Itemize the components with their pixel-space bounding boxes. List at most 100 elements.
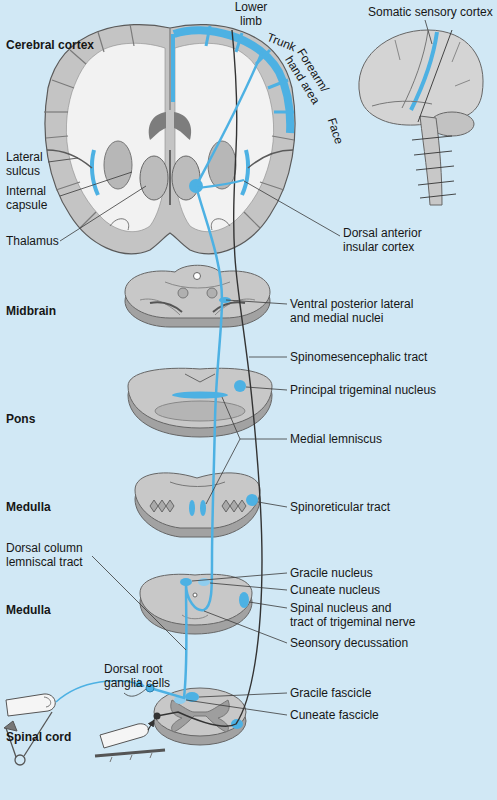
sulcus bbox=[52, 80, 74, 88]
pons-section bbox=[128, 368, 272, 437]
thalamocortical-fibers bbox=[196, 52, 262, 186]
stimulus-arrow bbox=[148, 720, 154, 730]
part-label: Gracile nucleus bbox=[290, 566, 373, 580]
section-title: Spinal cord bbox=[6, 730, 71, 744]
section-title: Medulla bbox=[6, 603, 51, 617]
sulcus bbox=[56, 182, 80, 190]
part-label: Seonsory decussation bbox=[290, 636, 408, 650]
sulcus bbox=[272, 136, 294, 140]
midbrain-section bbox=[125, 265, 270, 327]
central-sulcus bbox=[402, 31, 428, 108]
leader-lines bbox=[48, 20, 432, 715]
third-ventricle bbox=[169, 150, 171, 205]
section-title: Medulla bbox=[6, 500, 51, 514]
cortex-sulcus bbox=[274, 111, 294, 114]
hippocampus bbox=[211, 219, 230, 230]
touch-stimulus bbox=[4, 694, 55, 765]
part-label: Internal capsule bbox=[6, 184, 62, 212]
medial-lemniscus bbox=[172, 392, 228, 399]
leader-line bbox=[92, 556, 186, 650]
insular-cortex bbox=[242, 150, 248, 195]
figure-label: Somatic sensory cortex bbox=[368, 5, 493, 19]
pin-clasp bbox=[4, 721, 17, 731]
hot-rod bbox=[95, 750, 165, 756]
section-title: Pons bbox=[6, 412, 35, 426]
part-label: Gracile fascicle bbox=[290, 686, 371, 700]
part-label: Spinoreticular tract bbox=[290, 500, 390, 514]
principal-trigeminal-nucleus bbox=[234, 380, 246, 392]
leader-line bbox=[206, 397, 287, 504]
section-levels bbox=[412, 136, 456, 198]
aqueduct bbox=[194, 273, 201, 280]
sulcus bbox=[80, 212, 96, 228]
leader-line bbox=[226, 300, 287, 304]
fingernail bbox=[44, 697, 51, 707]
cortex-sulcus bbox=[268, 80, 288, 88]
leader-line bbox=[249, 357, 287, 358]
insular-cortex bbox=[92, 150, 98, 195]
slab-top bbox=[125, 265, 270, 318]
medial-lemniscus bbox=[200, 500, 206, 516]
leader-line bbox=[48, 158, 78, 162]
thalamus bbox=[140, 156, 168, 200]
sulci bbox=[395, 40, 470, 86]
section-title: Midbrain bbox=[6, 304, 56, 318]
part-label: Ventral posterior lateral and medial nuc… bbox=[290, 297, 422, 325]
leader-line bbox=[425, 20, 432, 44]
olive bbox=[150, 500, 174, 512]
white-matter bbox=[66, 43, 165, 231]
region-label: Lower limb bbox=[232, 0, 270, 28]
brain-lateral bbox=[359, 30, 483, 125]
lateral-sulcus bbox=[47, 150, 92, 168]
lemniscal-pathway bbox=[150, 186, 222, 698]
cortex-sulcus bbox=[206, 26, 210, 46]
red-nucleus bbox=[178, 288, 188, 298]
lateral-sulcus bbox=[248, 150, 293, 168]
pontine-nuclei bbox=[155, 401, 245, 421]
peduncle bbox=[140, 299, 255, 315]
medulla-section bbox=[135, 473, 260, 537]
hippocampus bbox=[110, 219, 129, 230]
orientation-brain bbox=[359, 30, 483, 205]
basal-ganglia bbox=[208, 141, 236, 189]
ventricle bbox=[149, 112, 166, 140]
medulla-section bbox=[140, 574, 252, 634]
part-label: Lateral sulcus bbox=[6, 150, 56, 178]
sulcus bbox=[46, 136, 68, 138]
sulcus bbox=[98, 32, 104, 52]
part-label: Thalamus bbox=[6, 234, 59, 248]
anterolateral-tract bbox=[231, 719, 243, 729]
part-label: Cuneate nucleus bbox=[290, 583, 380, 597]
part-label: Dorsal column lemniscal tract bbox=[6, 541, 94, 569]
cuneate-nucleus bbox=[198, 578, 210, 586]
spinal-cord-section bbox=[154, 688, 246, 745]
leader-line bbox=[192, 573, 287, 581]
sulcus bbox=[44, 111, 68, 112]
region-label: Face bbox=[325, 116, 347, 146]
leader-line bbox=[60, 186, 146, 241]
thalamus bbox=[172, 156, 200, 200]
part-label: Principal trigeminal nucleus bbox=[290, 383, 436, 397]
slab-top bbox=[140, 574, 252, 625]
postcentral-gyrus bbox=[411, 32, 437, 110]
leader-line bbox=[246, 387, 287, 390]
part-label: Spinal nucleus and tract of trigeminal n… bbox=[290, 601, 430, 629]
spinoreticular-tract bbox=[246, 494, 258, 506]
part-label: Spinomesencephalic tract bbox=[290, 350, 427, 364]
lateral-sulcus bbox=[372, 101, 432, 106]
leader-line bbox=[244, 181, 340, 236]
leader-line bbox=[258, 502, 287, 507]
cerebrum-outline bbox=[45, 25, 295, 254]
slab-top bbox=[135, 473, 260, 528]
basal-ganglia bbox=[104, 141, 132, 189]
ganglion-cell bbox=[154, 713, 161, 720]
ventricle bbox=[174, 112, 191, 140]
central-canal bbox=[193, 593, 197, 597]
white-matter bbox=[175, 43, 274, 231]
sulci bbox=[44, 24, 294, 228]
finger bbox=[100, 724, 148, 748]
region-label: Forearm/ hand area bbox=[282, 46, 335, 108]
